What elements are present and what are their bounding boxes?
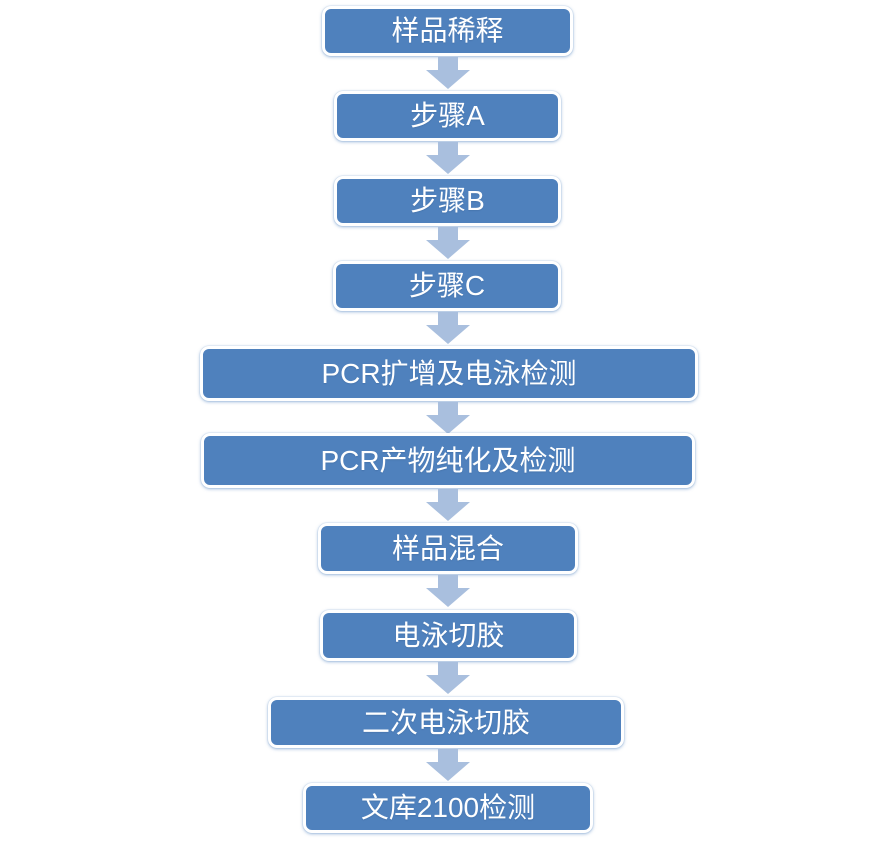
flow-step-2: 步骤A bbox=[334, 91, 561, 141]
flow-step-8-label: 电泳切胶 bbox=[392, 619, 505, 651]
arrow-head bbox=[426, 675, 470, 694]
flow-step-6: PCR产物纯化及检测 bbox=[201, 433, 695, 488]
down-arrow-icon bbox=[426, 312, 470, 344]
arrow-head bbox=[426, 415, 470, 434]
down-arrow-icon bbox=[426, 227, 470, 259]
flow-step-8: 电泳切胶 bbox=[320, 610, 577, 661]
flow-step-7: 样品混合 bbox=[318, 523, 578, 574]
arrow-head bbox=[426, 325, 470, 344]
arrow-stem bbox=[438, 575, 458, 588]
flow-step-1: 样品稀释 bbox=[322, 6, 573, 56]
down-arrow-icon bbox=[426, 57, 470, 89]
flow-step-10: 文库2100检测 bbox=[303, 783, 593, 833]
arrow-head bbox=[426, 240, 470, 259]
arrow-stem bbox=[438, 489, 458, 502]
down-arrow-icon bbox=[426, 662, 470, 694]
down-arrow-icon bbox=[426, 749, 470, 781]
arrow-stem bbox=[438, 312, 458, 325]
down-arrow-icon bbox=[426, 489, 470, 521]
flow-step-2-label: 步骤A bbox=[410, 100, 485, 131]
down-arrow-icon bbox=[426, 575, 470, 607]
down-arrow-icon bbox=[426, 142, 470, 174]
flow-step-9: 二次电泳切胶 bbox=[268, 697, 624, 748]
flow-step-1-label: 样品稀释 bbox=[391, 15, 504, 46]
flow-step-3: 步骤B bbox=[334, 176, 561, 226]
flow-step-4: 步骤C bbox=[333, 261, 561, 311]
arrow-stem bbox=[438, 749, 458, 762]
arrow-stem bbox=[438, 402, 458, 415]
arrow-head bbox=[426, 588, 470, 607]
arrow-head bbox=[426, 502, 470, 521]
arrow-head bbox=[426, 70, 470, 89]
flow-step-5-label: PCR扩增及电泳检测 bbox=[321, 357, 577, 389]
flow-step-6-label: PCR产物纯化及检测 bbox=[320, 444, 576, 476]
arrow-stem bbox=[438, 142, 458, 155]
flow-step-9-label: 二次电泳切胶 bbox=[361, 706, 530, 738]
flow-step-5: PCR扩增及电泳检测 bbox=[200, 346, 698, 401]
arrow-stem bbox=[438, 227, 458, 240]
flow-step-3-label: 步骤B bbox=[410, 185, 485, 216]
flow-step-10-label: 文库2100检测 bbox=[360, 792, 536, 823]
down-arrow-icon bbox=[426, 402, 470, 434]
flow-step-4-label: 步骤C bbox=[408, 270, 486, 301]
flow-step-7-label: 样品混合 bbox=[391, 532, 504, 564]
arrow-stem bbox=[438, 57, 458, 70]
arrow-head bbox=[426, 155, 470, 174]
arrow-head bbox=[426, 762, 470, 781]
arrow-stem bbox=[438, 662, 458, 675]
